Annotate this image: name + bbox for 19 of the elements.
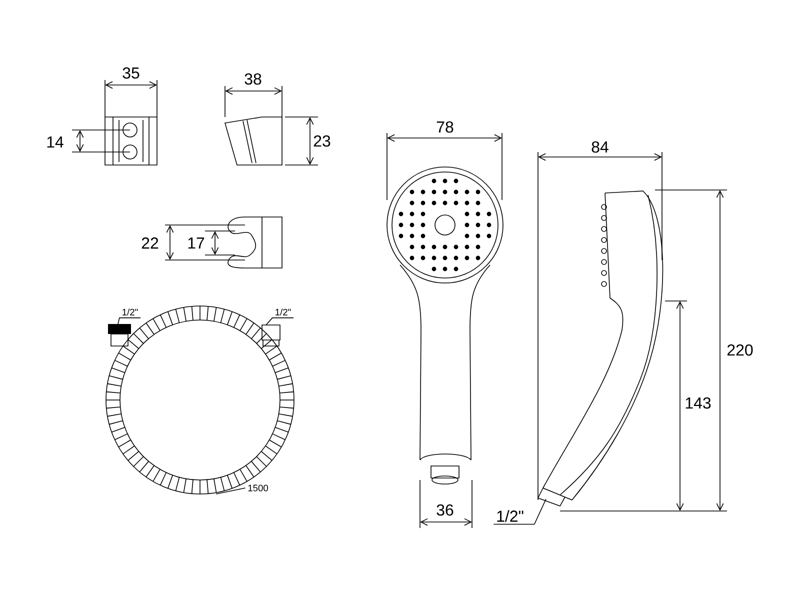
leader-line [266, 317, 294, 326]
leader-line [216, 488, 246, 494]
dimension-label: 35 [122, 67, 140, 79]
dimension-label: 220 [727, 344, 753, 356]
dimension-label: 78 [436, 121, 454, 133]
leader-label: 1500 [248, 484, 268, 492]
leader-label: 1/2" [122, 308, 138, 316]
dimension-label: 22 [142, 237, 158, 249]
leader-label: 1/2" [497, 510, 524, 522]
dimension-label: 36 [436, 504, 454, 516]
dimension-label: 14 [47, 136, 64, 148]
leader-line [118, 317, 141, 324]
dimension-label: 84 [592, 141, 608, 153]
leader-line [493, 498, 546, 525]
dimension-label: 38 [244, 73, 262, 85]
dimension-label: 23 [314, 135, 330, 147]
leader-label: 1/2" [276, 308, 291, 316]
dimension-label: 143 [686, 397, 711, 409]
dimension-label: 17 [188, 238, 204, 248]
